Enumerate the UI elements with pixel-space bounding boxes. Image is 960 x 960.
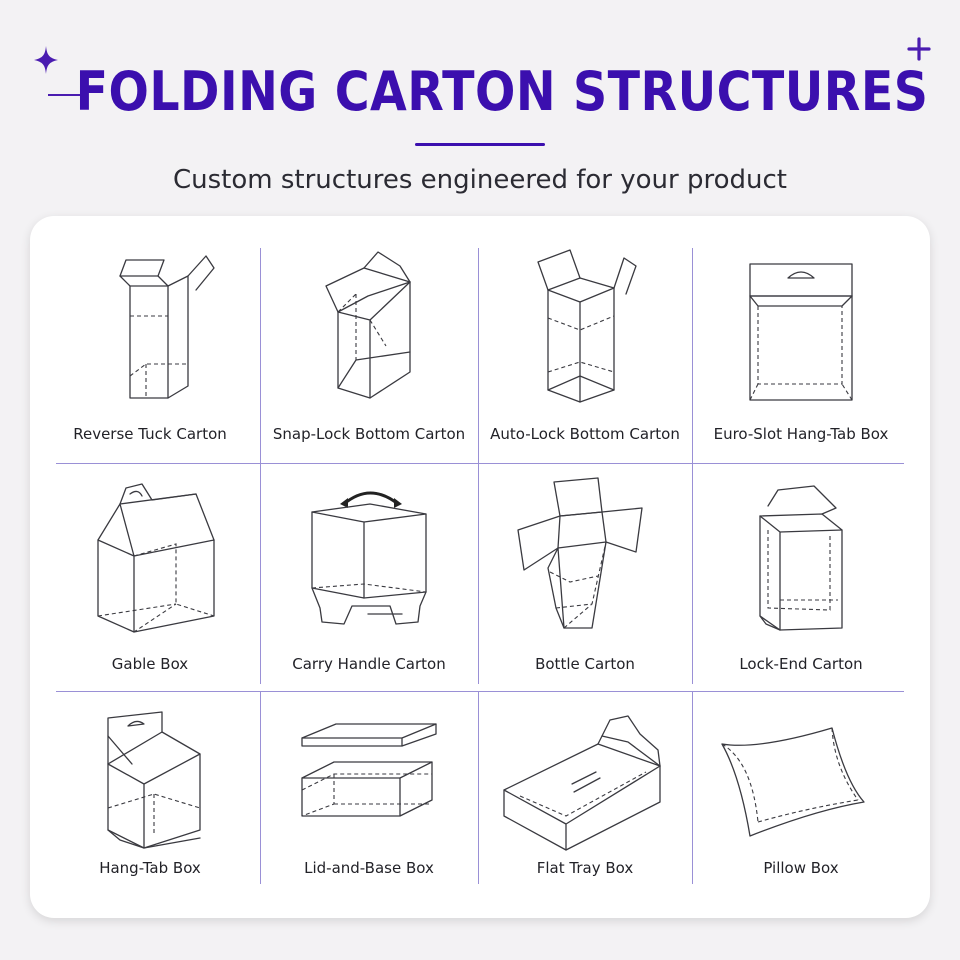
gable-box-drawing (86, 476, 220, 646)
row-divider (56, 691, 904, 692)
carton-label: Flat Tray Box (536, 859, 634, 877)
reverse-tuck-carton-drawing (90, 246, 220, 416)
decorative-line (48, 94, 84, 96)
carton-label: Gable Box (111, 655, 189, 673)
pillow-box-drawing (718, 722, 868, 852)
carton-cell: Pillow Box (692, 698, 910, 918)
carton-cell: Carry Handle Carton (260, 470, 478, 692)
carton-label: Snap-Lock Bottom Carton (272, 425, 466, 443)
carton-cell: Reverse Tuck Carton (40, 240, 260, 464)
carton-label: Lid-and-Base Box (304, 859, 434, 877)
carton-cell: Lid-and-Base Box (260, 698, 478, 918)
column-divider (260, 692, 261, 884)
auto-lock-bottom-carton-drawing (518, 246, 648, 416)
carton-grid-card: Reverse Tuck Carton Snap-Lock Bottom Car… (30, 216, 930, 918)
euro-slot-hang-tab-box-drawing (736, 248, 866, 418)
carton-label: Carry Handle Carton (292, 655, 446, 673)
carton-label: Bottle Carton (535, 655, 635, 673)
snap-lock-bottom-carton-drawing (304, 242, 434, 414)
column-divider (478, 248, 479, 684)
carton-label: Auto-Lock Bottom Carton (490, 425, 680, 443)
carry-handle-carton-drawing (300, 474, 438, 644)
carton-label: Hang-Tab Box (99, 859, 201, 877)
title-underline (415, 143, 545, 146)
carton-cell: Auto-Lock Bottom Carton (478, 240, 692, 464)
column-divider (692, 248, 693, 684)
carton-cell: Bottle Carton (478, 470, 692, 692)
carton-cell: Gable Box (40, 470, 260, 692)
carton-cell: Euro-Slot Hang-Tab Box (692, 240, 910, 464)
hang-tab-box-drawing (92, 708, 216, 858)
lock-end-carton-drawing (738, 476, 864, 646)
flat-tray-box-drawing (500, 712, 670, 852)
column-divider (478, 692, 479, 884)
carton-label: Euro-Slot Hang-Tab Box (713, 425, 889, 443)
carton-cell: Hang-Tab Box (40, 698, 260, 918)
lid-and-base-box-drawing (298, 720, 440, 850)
carton-cell: Flat Tray Box (478, 698, 692, 918)
carton-label: Lock-End Carton (739, 655, 863, 673)
carton-cell: Lock-End Carton (692, 470, 910, 692)
page-title: FOLDING CARTON STRUCTURES (75, 60, 929, 123)
sparkle-icon (34, 46, 58, 74)
carton-label: Reverse Tuck Carton (73, 425, 227, 443)
bottle-carton-drawing (510, 472, 660, 646)
row-divider (56, 463, 904, 464)
carton-cell: Snap-Lock Bottom Carton (260, 240, 478, 464)
column-divider (692, 692, 693, 884)
carton-label: Pillow Box (763, 859, 839, 877)
page-subtitle: Custom structures engineered for your pr… (173, 165, 787, 195)
plus-sparkle-icon (907, 37, 931, 61)
column-divider (260, 248, 261, 684)
